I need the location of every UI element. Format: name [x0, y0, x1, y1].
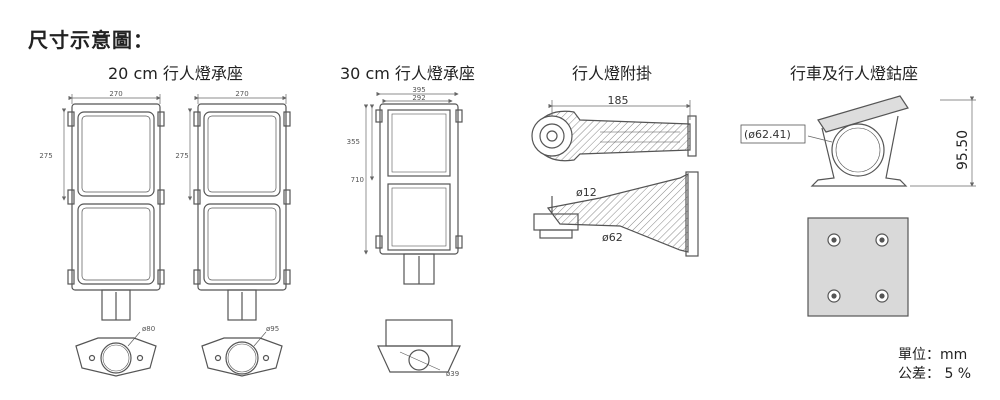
unit-label: 單位：mm: [898, 347, 968, 363]
tolerance-label: 公差： 5 %: [898, 366, 972, 382]
dim-a-height: 275: [39, 152, 52, 160]
header-20cm-mount: 20 cm 行人燈承座: [108, 64, 243, 83]
dim-a-width: 270: [109, 90, 122, 98]
dim-b-dia: ø95: [266, 325, 279, 333]
page-title: 尺寸示意圖：: [28, 28, 154, 52]
units-note: 單位：mm 公差： 5 %: [898, 346, 971, 384]
dim-e-dia-box: [740, 124, 806, 144]
drawing-a-dimensions: [61, 94, 161, 201]
drawing-a-20cm-housing: [67, 103, 165, 377]
drawing-c-30cm-housing: [375, 103, 463, 373]
drawing-c-dimensions: [363, 91, 459, 255]
drawing-b-dimensions: [187, 94, 287, 201]
dim-c-width2: 292: [412, 94, 425, 102]
dim-e-height: 95.50: [955, 130, 971, 170]
dim-c-height2: 710: [351, 176, 364, 184]
header-30cm-mount: 30 cm 行人燈承座: [340, 64, 475, 83]
header-base-mount: 行車及行人燈鈷座: [790, 64, 919, 83]
dim-c-dia: ø39: [446, 370, 459, 378]
drawing-b-20cm-housing: [193, 103, 291, 377]
dim-d-dia1: ø12: [576, 186, 597, 199]
header-attachment: 行人燈附掛: [572, 64, 653, 83]
drawing-e-base-front-dim: [807, 96, 976, 187]
drawing-d-arm-side: [533, 171, 699, 257]
dim-c-height1: 355: [347, 138, 360, 146]
dim-e-dia: (ø62.41): [744, 128, 791, 141]
dim-d-length: 185: [608, 94, 629, 107]
dim-b-height: 275: [175, 152, 188, 160]
drawing-d-arm-top-dim: [548, 100, 691, 120]
dim-a-dia: ø80: [142, 325, 155, 333]
drawing-e-base-front: [810, 95, 909, 187]
dim-b-width: 270: [235, 90, 248, 98]
drawing-e-base-plate: [807, 217, 909, 317]
dim-d-dia2: ø62: [602, 231, 623, 244]
drawing-d-arm-top: [531, 110, 697, 162]
dim-c-width1: 395: [412, 86, 425, 94]
